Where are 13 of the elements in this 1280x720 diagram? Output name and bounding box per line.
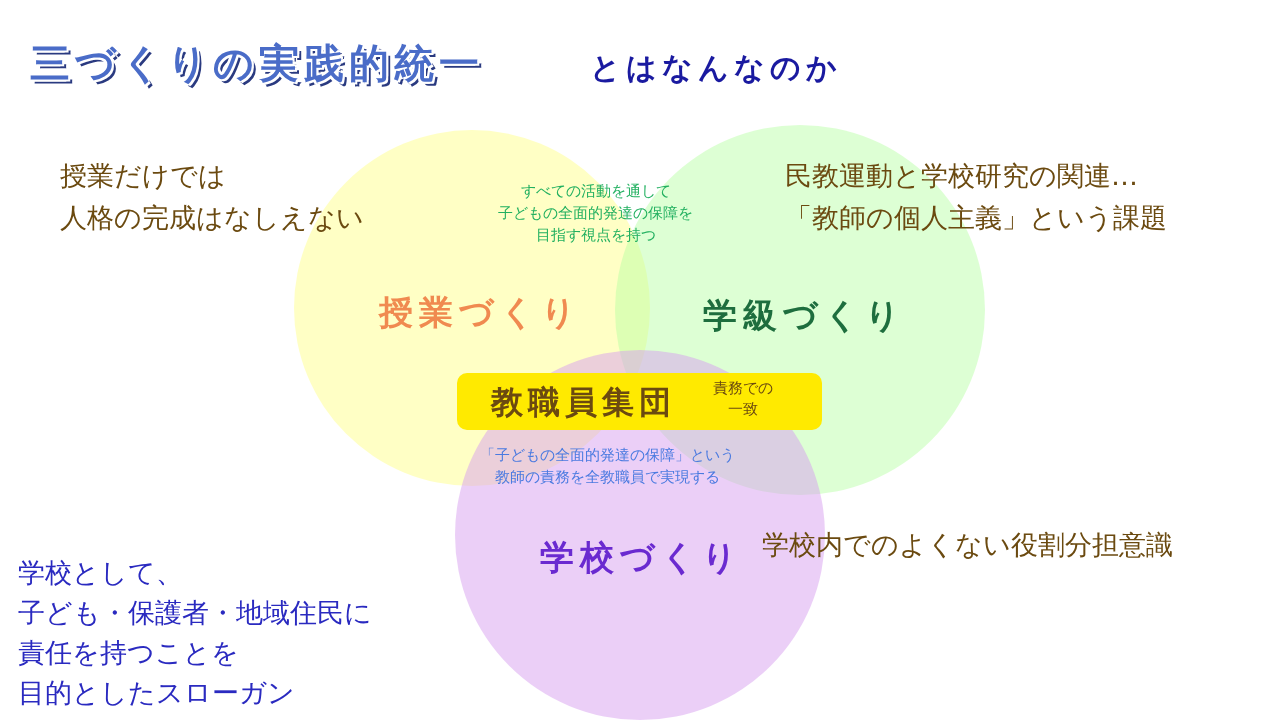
note-text: すべての活動を通して子どもの全面的発達の保障を目指す視点を持つ — [498, 181, 693, 246]
note-text: 授業だけでは人格の完成はなしえない — [60, 159, 364, 235]
title: 三づくりの実践的統一 — [30, 39, 484, 88]
box-note: 責務での一致 — [713, 378, 773, 420]
circle-label: 学級づくり — [703, 294, 906, 337]
slogan-text: 学校として、子ども・保護者・地域住民に責任を持つことを目的としたスローガン — [18, 556, 372, 710]
note-text: 民教運動と学校研究の関連…「教師の個人主義」という課題 — [785, 159, 1167, 235]
subtitle: とはなんなのか — [590, 49, 842, 87]
note-text: 「子どもの全面的発達の保障」という教師の責務を全教職員で実現する — [480, 445, 735, 488]
box-heading: 教職員集団 — [491, 382, 676, 423]
circle-label: 授業づくり — [379, 291, 582, 334]
circle-label: 学校づくり — [540, 536, 743, 579]
note-text: 学校内でのよくない役割分担意識 — [762, 528, 1173, 562]
